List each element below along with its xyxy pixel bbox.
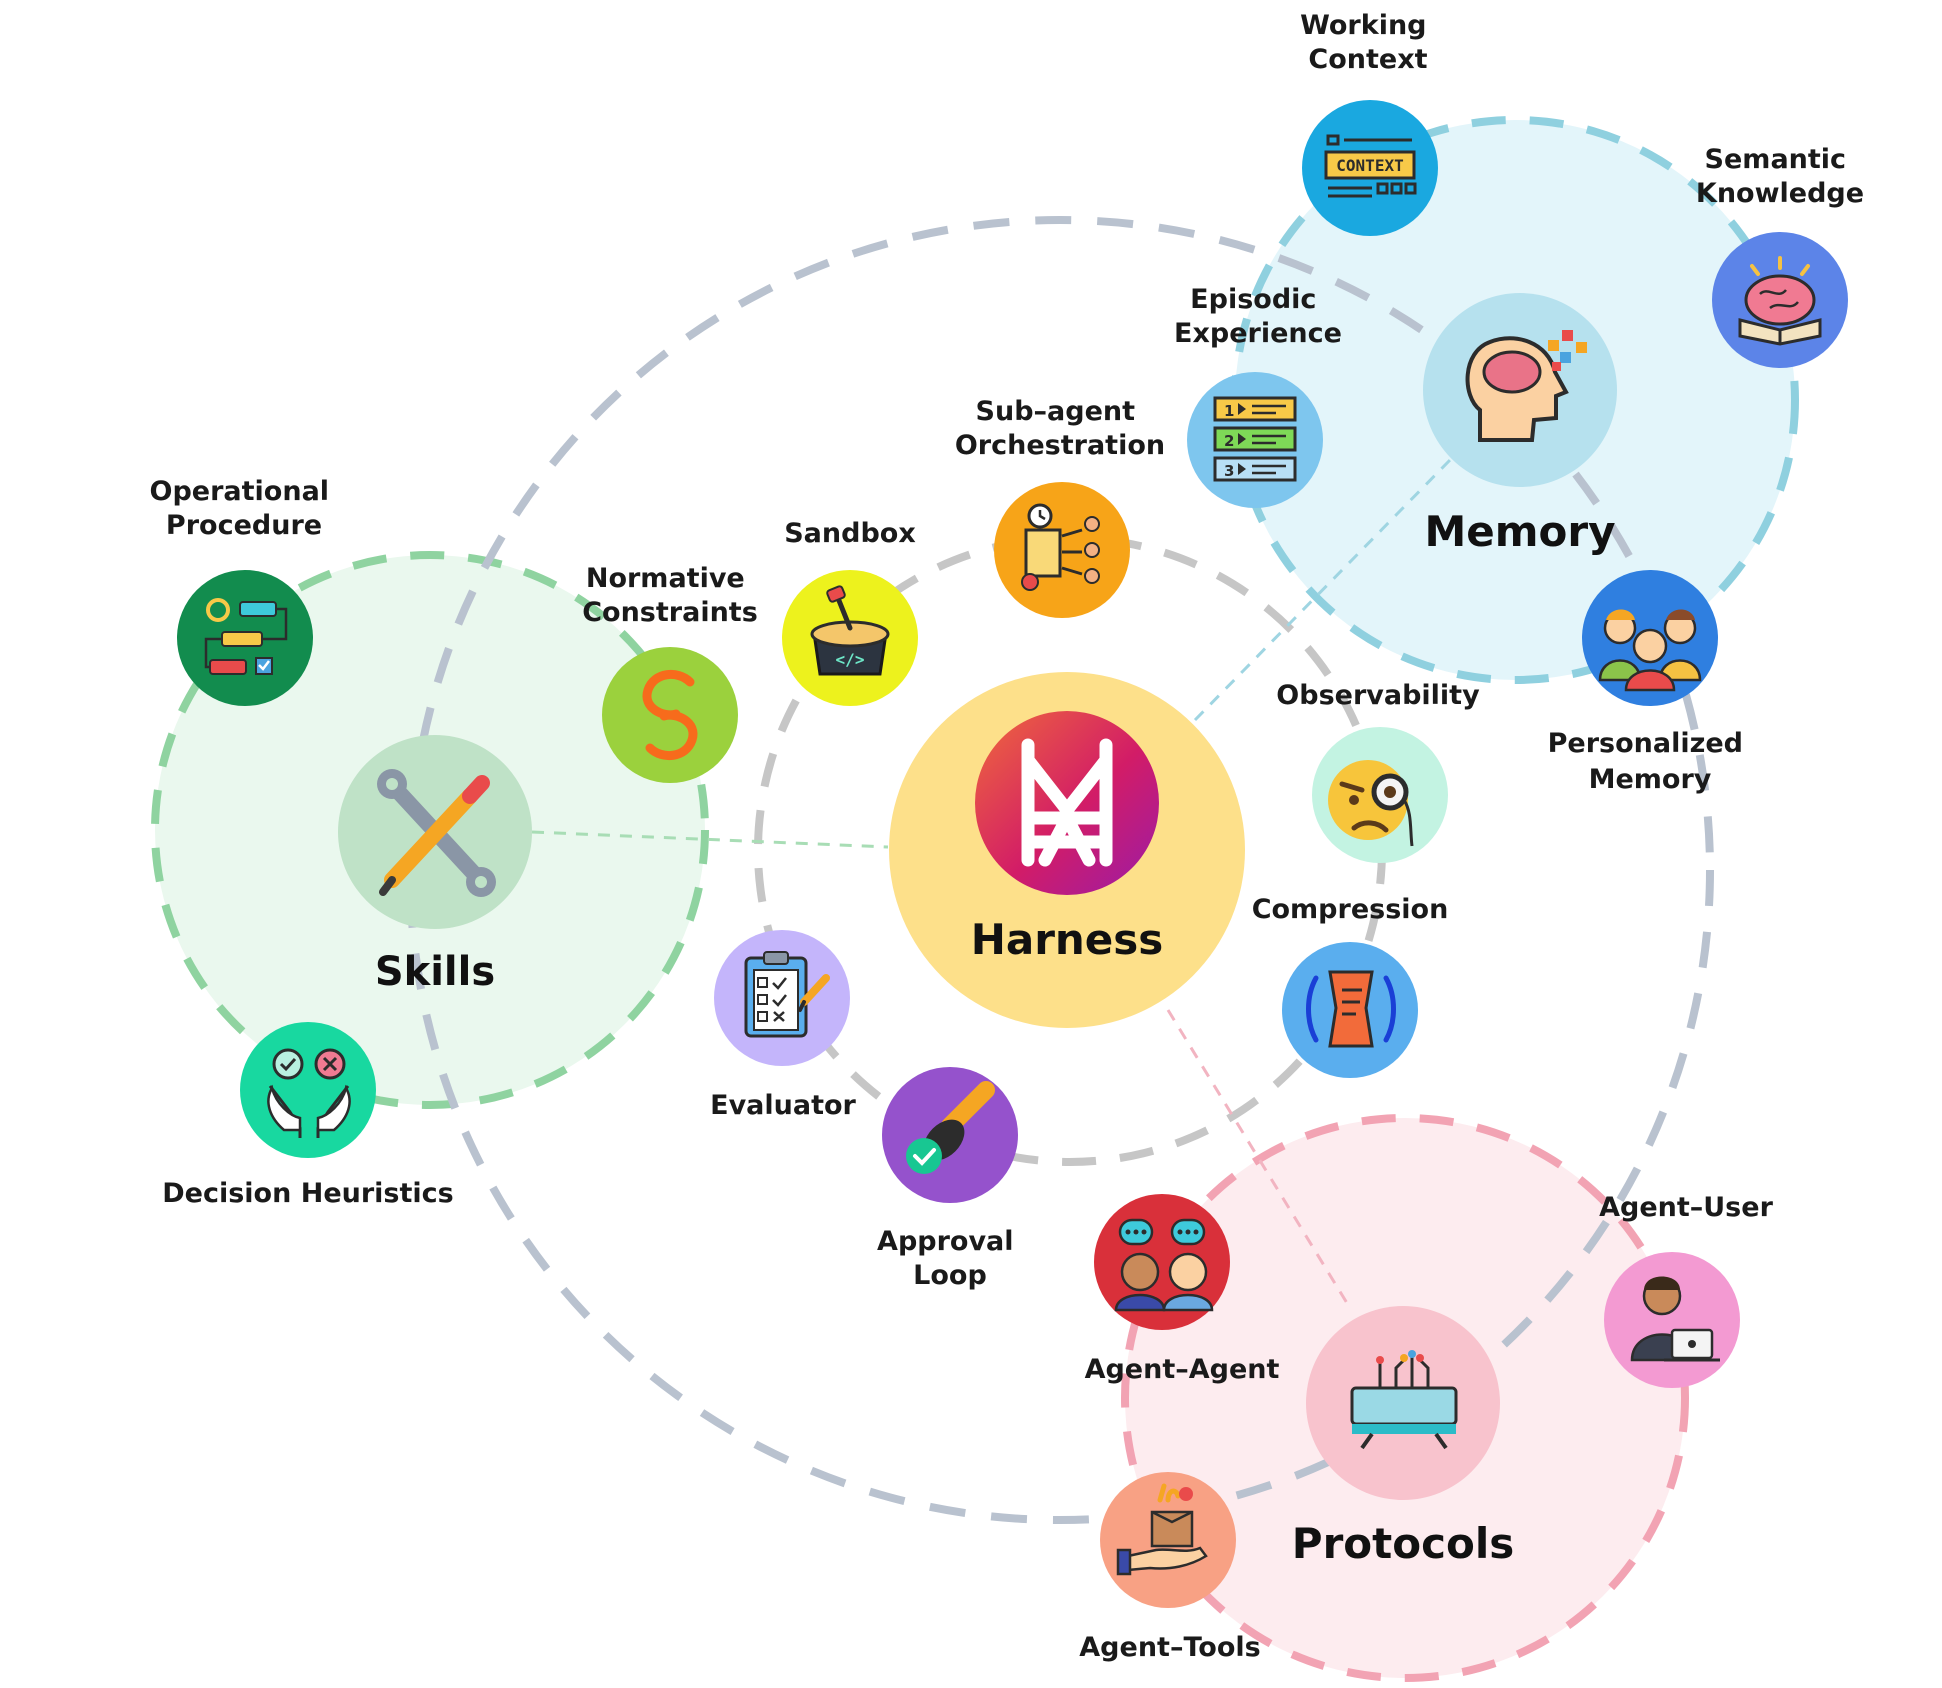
agent-user-label: Agent–User	[1599, 1192, 1773, 1223]
orchestration-board-icon	[1021, 503, 1100, 591]
svg-text:2: 2	[1224, 432, 1234, 450]
compression-node: Compression	[1252, 894, 1449, 1078]
working-context-label: Working Context	[1300, 10, 1436, 75]
outer-orbit-ring	[406, 216, 1714, 1524]
svg-text:3: 3	[1224, 462, 1234, 480]
choice-hands-icon	[267, 1048, 351, 1138]
personalized-memory-node: Personalized Memory	[1548, 570, 1753, 795]
approval-loop-node: Approval Loop	[877, 1067, 1023, 1291]
connector-layer	[531, 458, 1452, 1309]
workflow-icon	[204, 598, 288, 675]
memory-label: Memory	[1425, 507, 1616, 556]
harness-hub: Harness	[889, 672, 1245, 1028]
compression-label: Compression	[1252, 894, 1449, 925]
decision-heuristics-node: Decision Heuristics	[162, 1022, 454, 1209]
normative-constraints-label: Normative Constraints	[582, 563, 758, 628]
compress-document-icon	[1306, 970, 1396, 1048]
episodic-experience-node: 1 2 3 Episodic Experience	[1174, 284, 1342, 508]
agent-agent-label: Agent–Agent	[1085, 1354, 1280, 1385]
observability-node: Observability	[1276, 680, 1480, 863]
working-context-node: CONTEXT Working Context	[1300, 10, 1438, 236]
agent-tools-node: Agent–Tools	[1079, 1472, 1261, 1663]
toolbox-hand-icon	[1116, 1483, 1208, 1576]
agent-agent-node: Agent–Agent	[1085, 1194, 1280, 1385]
personalized-memory-label: Personalized Memory	[1548, 728, 1753, 795]
observability-label: Observability	[1276, 680, 1480, 711]
operational-procedure-node: Operational Procedure	[150, 476, 339, 706]
brain-book-icon	[1738, 256, 1822, 346]
talking-agents-icon	[1114, 1218, 1214, 1312]
numbered-list-icon: 1 2 3	[1213, 396, 1297, 482]
agent-user-node: Agent–User	[1599, 1192, 1774, 1388]
harness-label: Harness	[971, 915, 1164, 964]
operational-procedure-label: Operational Procedure	[150, 476, 339, 541]
normative-constraints-node: Normative Constraints	[582, 563, 758, 783]
agent-tools-label: Agent–Tools	[1079, 1632, 1260, 1663]
harness-skills-link	[531, 830, 889, 849]
harness-logo-icon	[975, 711, 1159, 895]
decision-heuristics-label: Decision Heuristics	[162, 1178, 454, 1209]
semantic-knowledge-node: Semantic Knowledge	[1696, 144, 1864, 368]
evaluator-node: Evaluator	[710, 930, 857, 1121]
sandbox-node: </> Sandbox	[782, 518, 918, 706]
evaluator-label: Evaluator	[710, 1090, 856, 1121]
skills-label: Skills	[375, 949, 495, 995]
circuit-board-icon	[1350, 1350, 1458, 1450]
user-group-icon	[1598, 609, 1702, 692]
monocle-face-icon	[1328, 760, 1414, 847]
sandbox-label: Sandbox	[784, 518, 916, 549]
svg-text:</>: </>	[836, 650, 865, 669]
harness-memory-link	[1193, 458, 1452, 722]
memory-hub: Memory	[1423, 293, 1617, 556]
sub-agent-orchestration-label: Sub–agent Orchestration	[955, 396, 1165, 461]
protocols-hub: Protocols	[1292, 1306, 1514, 1568]
svg-text:1: 1	[1224, 402, 1234, 420]
context-document-icon: CONTEXT	[1324, 134, 1417, 198]
sandbox-icon: </>	[810, 585, 890, 676]
harness-protocols-link	[1166, 1009, 1352, 1309]
approval-loop-label: Approval Loop	[877, 1226, 1023, 1291]
chain-link-icon	[642, 670, 698, 760]
wrench-pencil-icon	[377, 769, 496, 897]
user-laptop-icon	[1630, 1276, 1720, 1362]
protocols-label: Protocols	[1292, 1519, 1514, 1568]
head-brain-icon	[1465, 330, 1587, 442]
checklist-clipboard-icon	[744, 951, 830, 1038]
episodic-experience-label: Episodic Experience	[1174, 284, 1342, 349]
skills-hub: Skills	[338, 735, 532, 995]
approval-stamp-icon	[906, 1081, 995, 1174]
semantic-knowledge-label: Semantic Knowledge	[1696, 144, 1864, 209]
context-badge-text: CONTEXT	[1336, 156, 1403, 175]
sub-agent-orchestration-node: Sub–agent Orchestration	[955, 396, 1165, 618]
